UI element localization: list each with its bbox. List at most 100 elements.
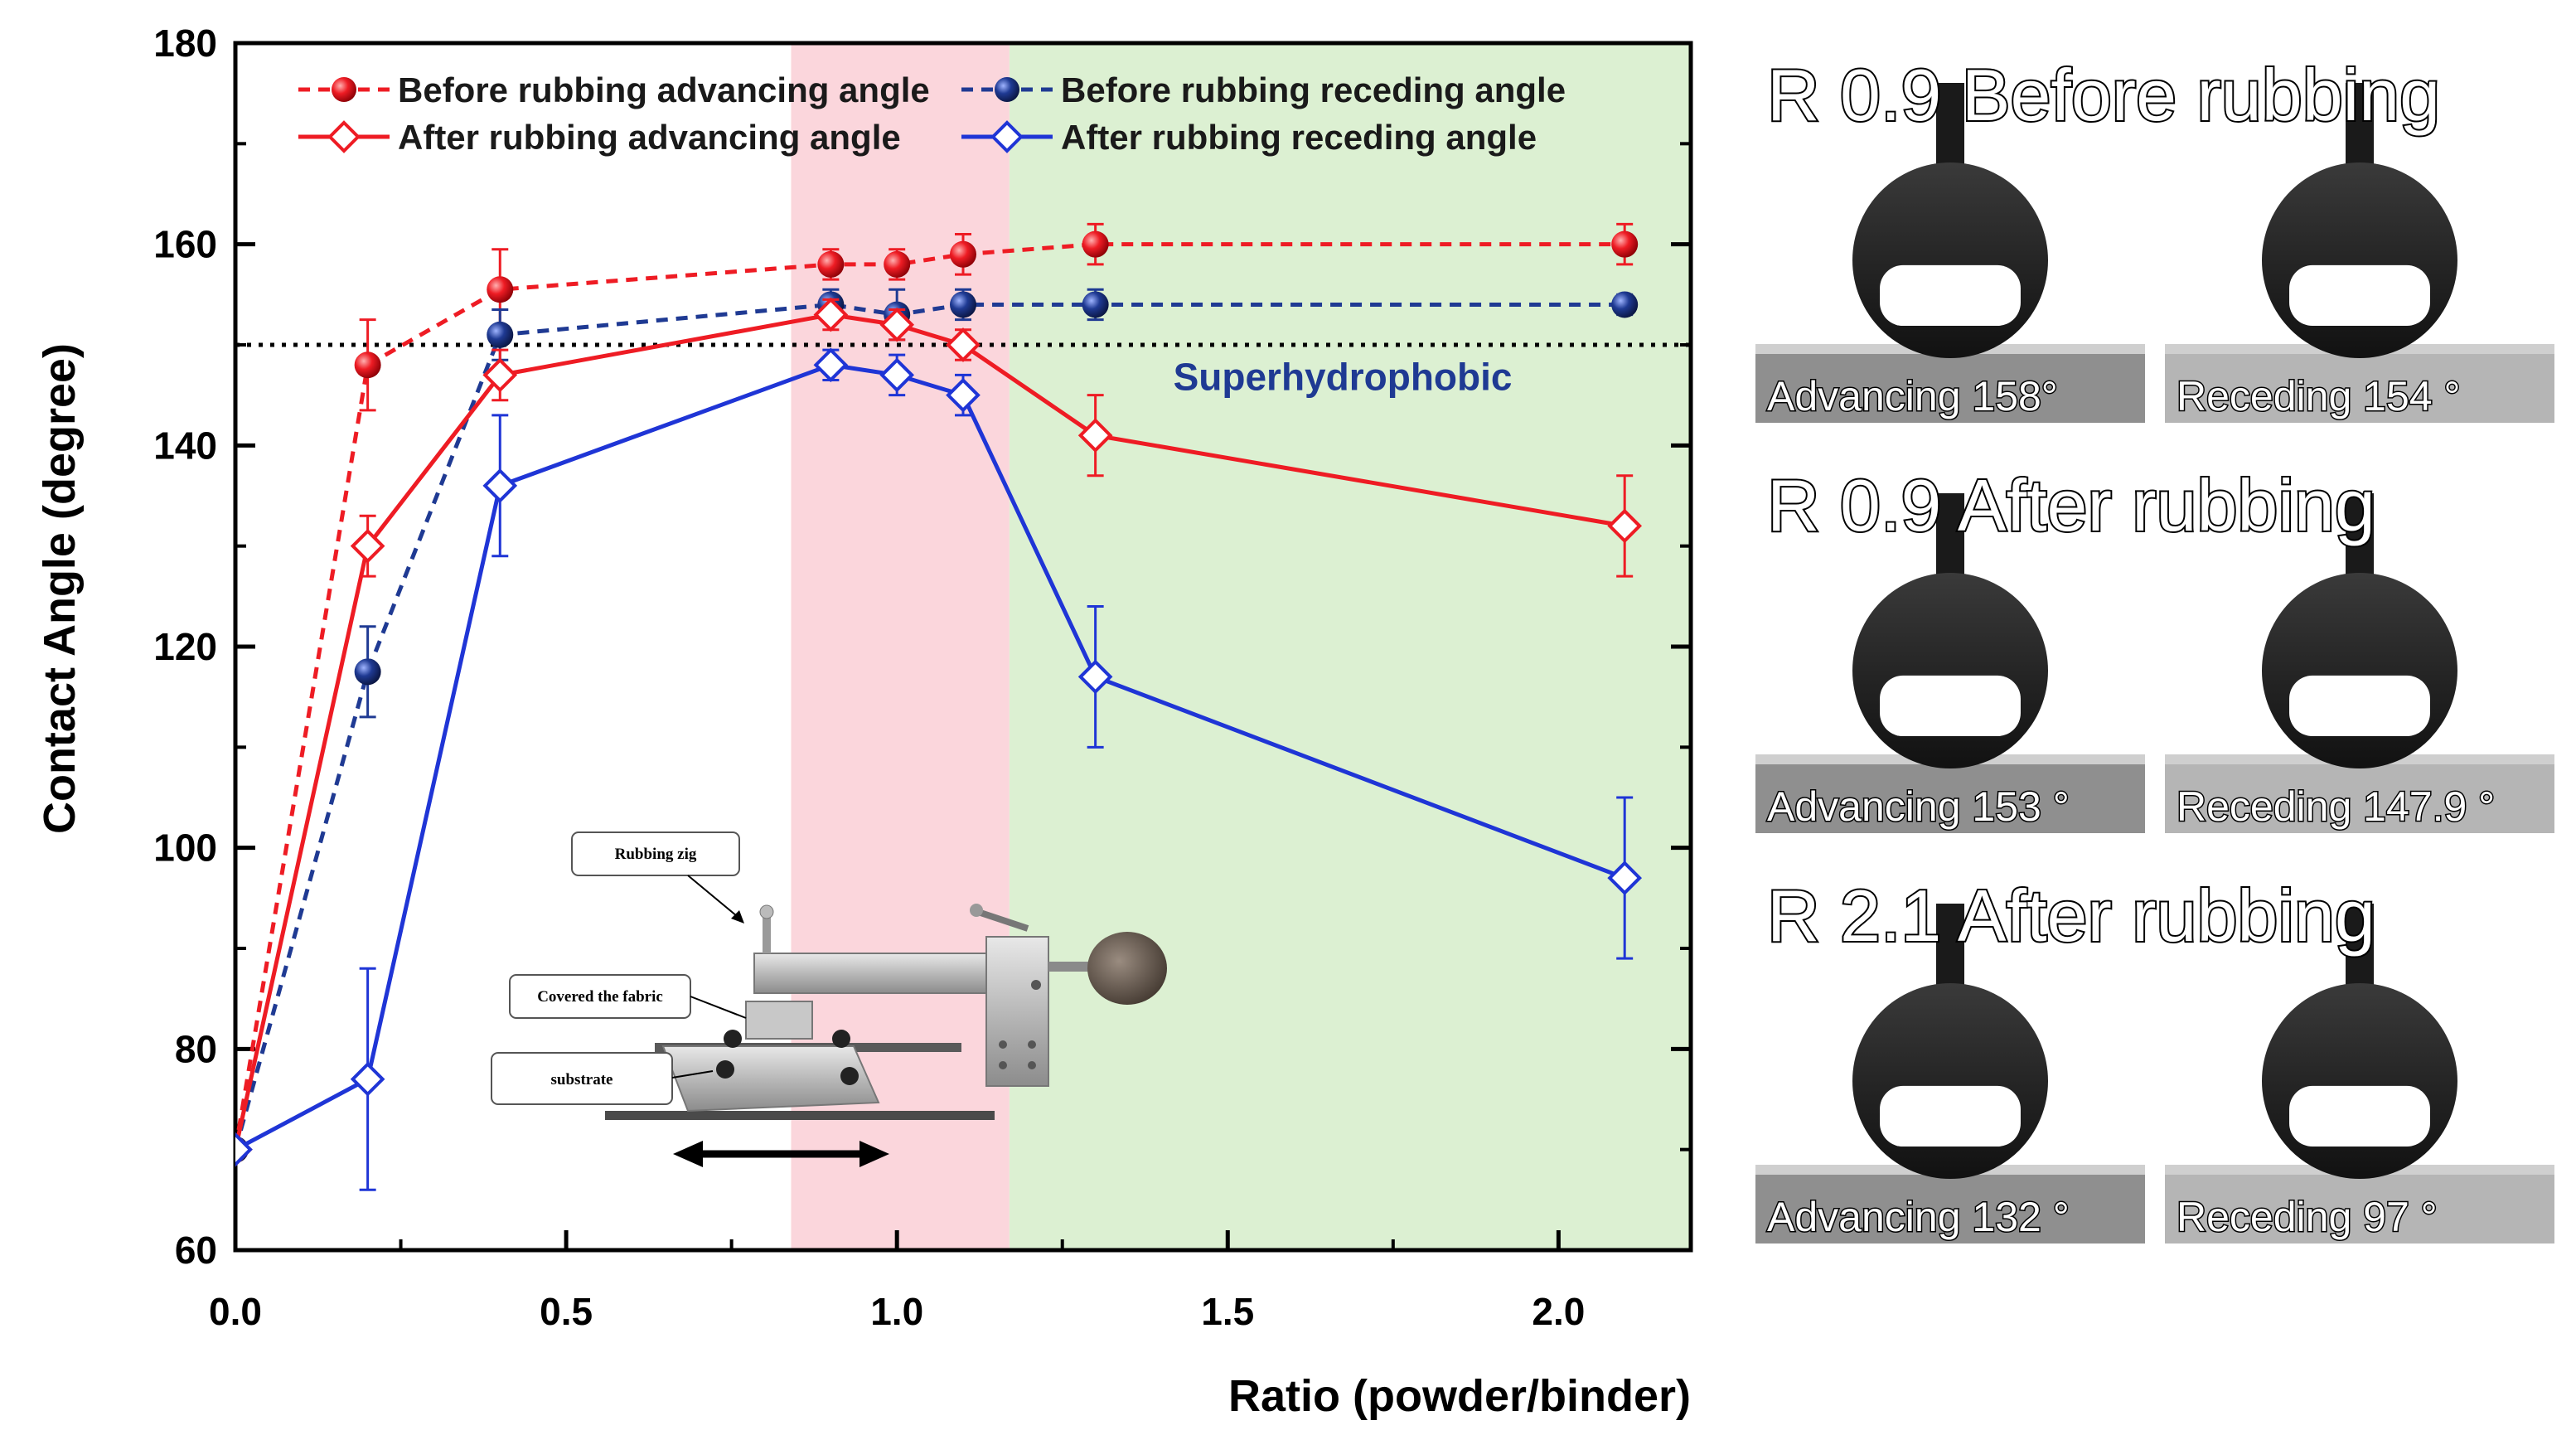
data-point [946, 377, 981, 413]
series-line [235, 302, 1625, 1151]
data-point [354, 658, 381, 686]
droplet-highlight [1880, 1085, 2021, 1147]
data-point [950, 291, 976, 318]
inset-weight-rod [1048, 962, 1098, 972]
data-point [487, 321, 514, 348]
inset-callout-box [571, 831, 740, 876]
data-point [354, 351, 381, 379]
data-point [950, 240, 976, 268]
droplet [2262, 162, 2457, 358]
data-point [235, 1132, 253, 1167]
legend-label: After rubbing advancing angle [398, 118, 901, 157]
photo-substrate [2165, 759, 2554, 833]
inset-counterweight [1087, 932, 1167, 1005]
legend-item: Before rubbing advancing angle [298, 70, 930, 109]
data-point [1611, 230, 1639, 258]
advancing-photo [1755, 493, 2145, 833]
inset-bolt [1028, 1061, 1036, 1069]
droplet-highlight [2289, 264, 2430, 327]
legend-item: After rubbing advancing angle [298, 118, 901, 157]
data-point [1611, 291, 1639, 318]
inset-knob [716, 1060, 734, 1079]
inset-label-rubbing-zig: Rubbing zig [615, 846, 697, 863]
x-tick-label: 1.0 [870, 1290, 923, 1333]
legend-label: Before rubbing receding angle [1061, 70, 1566, 109]
x-axis-title: Ratio (powder/binder) [1228, 1371, 1691, 1421]
photo-substrate [1755, 759, 2145, 833]
shaded-region-2 [1009, 43, 1691, 1250]
legend-marker [332, 77, 356, 102]
inset-knob [840, 1067, 859, 1085]
receding-photo [2165, 904, 2554, 1244]
droplet [1852, 162, 2048, 358]
photo-substrate [1755, 1169, 2145, 1244]
panel-title: R 2.1 After rubbing [1767, 875, 2375, 957]
inset-callout-line [687, 875, 743, 921]
data-point [879, 307, 915, 342]
advancing-photo [1755, 904, 2145, 1244]
inset-callout-line [671, 1070, 714, 1079]
data-point [813, 297, 849, 332]
y-tick-label: 180 [153, 22, 217, 65]
x-tick-label: 1.5 [1201, 1290, 1254, 1333]
data-point [482, 468, 518, 503]
series-1 [235, 222, 1639, 1163]
advancing-angle-label: Advancing 132 ° [1767, 1194, 2070, 1240]
y-tick-label: 120 [153, 625, 217, 668]
legend-marker [995, 77, 1019, 102]
inset-callout-line [690, 996, 747, 1019]
series-line [235, 362, 1626, 1151]
y-tick-label: 140 [153, 424, 217, 467]
inset-arrowhead-right [859, 1141, 889, 1167]
legend-label: After rubbing receding angle [1061, 118, 1537, 157]
data-point [946, 327, 981, 362]
inset-lever-knob [970, 904, 983, 917]
inset-bracket [985, 936, 1049, 1087]
inset-label-substrate: substrate [551, 1071, 613, 1088]
inset-rail-bottom [605, 1111, 995, 1120]
receding-photo [2165, 83, 2554, 423]
inset-substrate-plate [661, 1045, 880, 1113]
receding-photo [2165, 493, 2554, 833]
advancing-photo [1755, 83, 2145, 423]
y-tick-label: 100 [153, 827, 217, 870]
data-point [1077, 659, 1113, 695]
inset-arm-pin [759, 904, 774, 919]
panel-title: R 0.9 Before rubbing [1767, 54, 2440, 136]
inset-arm-post [763, 912, 771, 953]
x-tick-label: 0.0 [209, 1290, 262, 1333]
droplet [1852, 983, 2048, 1179]
y-tick-label: 80 [175, 1027, 217, 1070]
advancing-angle-label: Advancing 158° [1767, 373, 2058, 419]
legend-label: Before rubbing advancing angle [398, 70, 930, 109]
legend: Before rubbing advancing angle Before rub… [298, 70, 1566, 157]
data-point [879, 357, 915, 393]
receding-angle-label: Receding 97 ° [2177, 1194, 2438, 1240]
data-point [817, 250, 845, 278]
photo-substrate [2165, 348, 2554, 423]
x-tick-label: 0.5 [540, 1290, 593, 1333]
legend-marker [990, 120, 1024, 153]
y-axis-title: Contact Angle (degree) [35, 343, 85, 834]
inset-bolt [999, 1040, 1007, 1049]
inset-arrowhead-left [673, 1141, 703, 1167]
x-tick-label: 2.0 [1532, 1290, 1585, 1333]
inset-knob [724, 1030, 742, 1048]
legend-item: Before rubbing receding angle [961, 70, 1566, 109]
series-4 [235, 347, 1643, 1191]
legend-marker [327, 120, 361, 153]
droplet [1852, 573, 2048, 768]
droplet [2262, 983, 2457, 1179]
data-point [1077, 418, 1113, 453]
droplet-highlight [2289, 675, 2430, 737]
inset-bolt [999, 1061, 1007, 1069]
inset-callout-arrow [731, 910, 744, 924]
rubbing-jig-inset: Rubbing zig Covered the fabric substrate [491, 831, 1167, 1167]
inset-label-covered-fabric: Covered the fabric [537, 988, 663, 1006]
droplet-highlight [2289, 1085, 2430, 1147]
y-tick-label: 60 [175, 1229, 217, 1272]
advancing-angle-label: Advancing 153 ° [1767, 783, 2070, 830]
inset-bolt [1028, 1040, 1036, 1049]
